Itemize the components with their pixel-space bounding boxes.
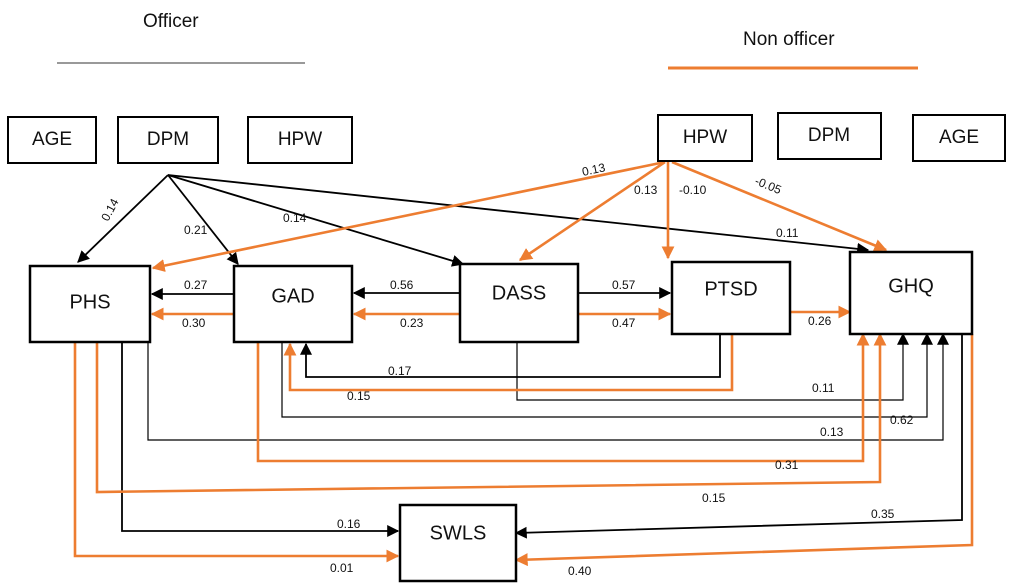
- coef-phs-swls-officer: 0.16: [337, 517, 361, 531]
- edge-hpw-phs-nonofficer: [151, 160, 666, 272]
- edge-phs-ghq-officer: [147, 332, 949, 441]
- svg-text:DPM: DPM: [147, 129, 189, 150]
- edge-dpm-gad-officer: [167, 174, 239, 265]
- legend-officer-label: Officer: [143, 11, 199, 32]
- svg-text:AGE: AGE: [32, 129, 72, 150]
- edge-ghq-swls-officer: [514, 334, 963, 539]
- svg-text:DASS: DASS: [492, 282, 546, 304]
- edge-dpm-phs-officer: [77, 174, 169, 263]
- coef-hpw-ghq: -0.05: [753, 174, 784, 197]
- node-ghq: GHQ: [848, 250, 974, 336]
- edge-ptsd-gad-officer: [300, 334, 721, 378]
- coef-dpm-gad: 0.21: [184, 223, 208, 237]
- coef-dass-gad-officer: 0.56: [390, 278, 414, 292]
- svg-text:HPW: HPW: [278, 129, 322, 150]
- coef-gad-phs-nonofficer: 0.30: [182, 316, 206, 330]
- edge-dpm-ghq-officer: [167, 174, 870, 255]
- coef-ghq-swls-officer: 0.35: [871, 507, 895, 521]
- coef-dass-ptsd-officer: 0.57: [612, 278, 636, 292]
- node-gad: GAD: [232, 264, 354, 344]
- edge-phs-swls-officer: [121, 342, 400, 537]
- edge-dass-ghq-officer: [516, 332, 909, 401]
- edge-dpm-dass-officer: [167, 174, 465, 267]
- svg-text:HPW: HPW: [683, 127, 727, 148]
- coef-dass-gad-nonofficer: 0.23: [400, 316, 424, 330]
- edge-gad-ghq-officer: [281, 332, 933, 418]
- svg-text:SWLS: SWLS: [430, 522, 487, 544]
- svg-text:AGE: AGE: [939, 127, 979, 148]
- coef-gad-ghq-nonofficer: 0.31: [775, 458, 799, 472]
- coef-ptsd-gad-officer: 0.17: [388, 364, 412, 378]
- coef-ptsd-gad-nonofficer: 0.15: [347, 389, 371, 403]
- coef-hpw-ptsd: -0.10: [679, 183, 707, 197]
- coef-phs-swls-nonofficer: 0.01: [330, 561, 354, 575]
- coef-gad-ghq-officer: 0.62: [890, 413, 914, 427]
- edge-hpw-dass-nonofficer: [518, 160, 666, 262]
- node-dpm-officer: DPM: [117, 116, 219, 164]
- coef-dpm-ghq: 0.11: [776, 226, 799, 240]
- edge-phs-swls-nonofficer: [73, 342, 400, 563]
- svg-text:PTSD: PTSD: [704, 278, 757, 300]
- svg-text:PHS: PHS: [69, 291, 110, 313]
- svg-text:DPM: DPM: [808, 125, 850, 146]
- node-age-officer: AGE: [7, 116, 97, 164]
- node-dass: DASS: [458, 262, 580, 344]
- coef-ptsd-ghq-nonofficer: 0.26: [808, 314, 832, 328]
- coef-hpw-dass: 0.13: [634, 183, 658, 197]
- coef-gad-phs-officer: 0.27: [184, 278, 208, 292]
- node-dpm-nonofficer: DPM: [777, 112, 882, 160]
- legend-non-officer-label: Non officer: [743, 29, 835, 50]
- coef-dass-ptsd-nonofficer: 0.47: [612, 316, 636, 330]
- coef-phs-ghq-officer: 0.13: [820, 425, 844, 439]
- node-swls: SWLS: [398, 503, 518, 583]
- coef-hpw-phs: 0.13: [581, 160, 607, 179]
- svg-text:GHQ: GHQ: [888, 275, 934, 297]
- edge-ghq-swls-nonofficer: [514, 334, 974, 567]
- coef-ghq-swls-nonofficer: 0.40: [568, 564, 592, 578]
- edge-phs-ghq-nonofficer: [95, 332, 887, 494]
- coef-dass-ghq-officer: 0.11: [812, 381, 835, 395]
- node-age-nonofficer: AGE: [912, 114, 1006, 162]
- node-hpw-nonofficer: HPW: [657, 114, 753, 162]
- svg-text:GAD: GAD: [271, 285, 314, 307]
- edge-gad-ghq-nonofficer: [256, 332, 870, 463]
- edge-ptsd-gad-nonofficer: [283, 334, 734, 392]
- node-phs: PHS: [28, 264, 152, 344]
- coef-phs-ghq-nonofficer: 0.15: [702, 491, 726, 505]
- node-ptsd: PTSD: [670, 260, 792, 336]
- coef-dpm-phs: 0.14: [98, 196, 121, 223]
- node-hpw-officer: HPW: [247, 116, 353, 164]
- coef-dpm-dass: 0.14: [283, 211, 307, 225]
- edge-hpw-ghq-nonofficer: [671, 160, 888, 252]
